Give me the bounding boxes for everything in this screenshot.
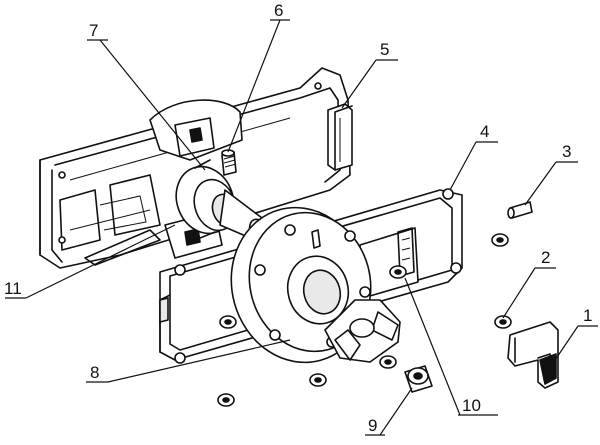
callout-10: 10 <box>462 396 481 415</box>
leader-5 <box>341 59 398 109</box>
screw <box>309 373 327 387</box>
part-6-set-screw <box>221 149 237 176</box>
leader-11 <box>5 224 176 299</box>
leader-4 <box>449 141 498 191</box>
callout-11: 11 <box>4 279 22 298</box>
callout-5: 5 <box>380 40 389 59</box>
screw <box>379 355 397 369</box>
screw <box>389 265 407 279</box>
part-9-screw <box>404 365 433 393</box>
callout-8: 8 <box>90 363 99 382</box>
screw <box>219 315 237 329</box>
part-3-pin <box>507 201 533 219</box>
leader-1 <box>544 325 598 376</box>
leader-3 <box>524 161 578 206</box>
callout-3: 3 <box>562 142 571 161</box>
callout-9: 9 <box>368 416 377 435</box>
callout-labels: 1 2 3 4 5 6 7 8 9 10 11 <box>4 1 592 435</box>
clamp-knob <box>324 299 401 363</box>
callout-7: 7 <box>89 21 98 40</box>
leader-7 <box>87 39 206 171</box>
screw <box>217 393 235 407</box>
screw-group <box>217 265 433 407</box>
leader-lines <box>5 19 598 436</box>
leader-8 <box>86 339 291 383</box>
leader-6 <box>227 19 290 153</box>
leader-2 <box>502 267 556 319</box>
part-1-bracket <box>507 321 559 389</box>
part-5-block <box>327 103 353 171</box>
part-2-screw <box>491 233 512 329</box>
callout-2: 2 <box>541 248 550 267</box>
leader-9 <box>365 387 413 436</box>
callout-6: 6 <box>274 1 283 20</box>
callout-1: 1 <box>583 306 592 325</box>
callout-4: 4 <box>480 122 489 141</box>
leader-10 <box>404 277 498 416</box>
